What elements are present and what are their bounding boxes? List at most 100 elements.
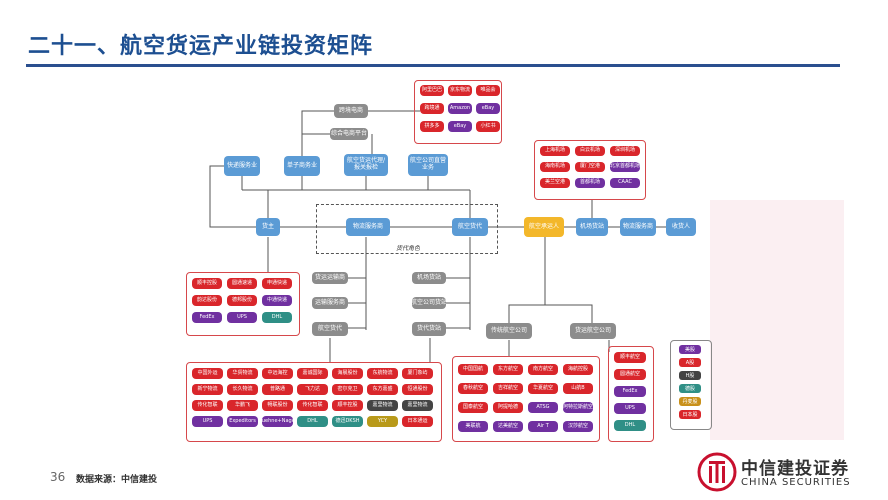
node-cross-border: 跨境电商 [334, 104, 368, 118]
company-chip: 顺丰控股 [332, 400, 363, 411]
company-chip: 传化智联 [297, 400, 328, 411]
company-chip: FedEx [192, 312, 222, 323]
node-traditional-airline: 传统航空公司 [486, 323, 532, 339]
company-chip: 顺丰控股 [192, 278, 222, 289]
company-chip: UPS [192, 416, 223, 427]
company-chip: 京东物流 [448, 85, 472, 96]
node-air-company-cargo: 航空公司货站 [412, 297, 446, 309]
connector-line [301, 110, 334, 134]
company-chip: ATSG [528, 402, 558, 413]
company-chip: 嘉里物流 [402, 400, 433, 411]
node-freight-forwarder: 航空货代 [452, 218, 488, 236]
forwarder-role-label: 货代角色 [396, 245, 421, 252]
node-consignee: 收货人 [666, 218, 696, 236]
company-chip: 拼多多 [420, 121, 444, 132]
panel-ecommerce [414, 80, 502, 144]
legend-item: 德股 [679, 384, 701, 393]
company-chip: 嘉里物流 [367, 400, 398, 411]
company-chip: 新宁物流 [192, 384, 223, 395]
legend-item: 日本股 [679, 410, 701, 419]
company-chip: eBay [476, 103, 500, 114]
node-freight-transport: 货运运输商 [312, 272, 348, 284]
node-logistics-provider: 物流服务商 [346, 218, 390, 236]
company-chip: 达美航空 [493, 421, 523, 432]
company-chip: 上海机场 [540, 146, 570, 156]
node-ground-agent: 物流服务商 [620, 218, 656, 236]
data-source: 数据来源：中信建投 [76, 475, 158, 485]
company-chip: 顺丰航空 [614, 352, 646, 363]
node-transport-service: 运输服务商 [312, 297, 348, 309]
node-airport-cargo: 机场货站 [576, 218, 608, 236]
company-chip: 厦门空港 [575, 162, 605, 172]
legend-item: 美股 [679, 345, 701, 354]
citic-logo-icon [697, 452, 737, 492]
company-chip: DHL [614, 420, 646, 431]
node-ground-handling: 机场货站 [412, 272, 446, 284]
company-chip: UPS [227, 312, 257, 323]
company-chip: 小红书 [476, 121, 500, 132]
company-chip: 汉莎航空 [563, 421, 593, 432]
company-chip: 日本通运 [402, 416, 433, 427]
company-chip: 海南机场 [540, 162, 570, 172]
company-chip: 阿特拉斯航空 [563, 402, 593, 413]
company-chip: 北京首都机场 [610, 162, 640, 172]
connector-line [508, 304, 593, 323]
node-shipper: 货主 [256, 218, 280, 236]
company-chip: 东方嘉盛 [367, 384, 398, 395]
node-single-platform: 单子商务业 [284, 156, 320, 176]
company-chip: 飞力达 [297, 384, 328, 395]
panel-forwarders [186, 362, 442, 442]
company-chip: 国泰航空 [458, 402, 488, 413]
company-chip: 传化智联 [192, 400, 223, 411]
page-number: 36 [50, 470, 66, 484]
panel-cargo-airlines [608, 346, 654, 442]
company-chip: 海晨股份 [332, 368, 363, 379]
company-chip: Air T [528, 421, 558, 432]
company-chip: 中通快递 [262, 295, 292, 306]
node-air-carrier: 航空承运人 [524, 217, 564, 237]
company-chip: 密尔克卫 [332, 384, 363, 395]
page-title: 二十一、航空货运产业链投资矩阵 [28, 34, 374, 59]
company-chip: CAAC [610, 178, 640, 188]
node-logistics-platform: 快递服务业 [224, 156, 260, 176]
company-chip: 申通快递 [262, 278, 292, 289]
company-chip: Kuehne+Nagel [262, 416, 293, 427]
company-chip: YCY [367, 416, 398, 427]
legend-item: A股 [679, 358, 701, 367]
legend-item: H股 [679, 371, 701, 380]
company-chip: 美联航 [458, 421, 488, 432]
company-chip: UPS [614, 403, 646, 414]
company-chip: 中国国航 [458, 364, 488, 375]
company-chip: FedEx [614, 386, 646, 397]
company-chip: 跨境通 [420, 103, 444, 114]
company-chip: 华夏航空 [528, 383, 558, 394]
node-air-cargo-agent: 航空货运代理/报关报检 [344, 154, 388, 176]
company-chip: 普路通 [262, 384, 293, 395]
node-cargo-airline: 货运航空公司 [570, 323, 616, 339]
node-integrated-platform: 综合电商平台 [330, 128, 368, 140]
connector-line [209, 165, 256, 228]
logo-cn: 中信建投证券 [741, 459, 849, 479]
company-chip: 吉祥航空 [493, 383, 523, 394]
company-chip: DHL [297, 416, 328, 427]
company-chip: 中国外运 [192, 368, 223, 379]
company-chip: 唯品会 [476, 85, 500, 96]
legend-item: 丹麦股 [679, 397, 701, 406]
company-chip: eBay [448, 121, 472, 132]
company-chip: 恒通股份 [402, 384, 433, 395]
forwarder-role-zone [316, 204, 498, 254]
panel-express [186, 272, 300, 336]
faded-region [710, 200, 844, 440]
company-chip: Expeditors [227, 416, 258, 427]
node-airline-direct: 航空公司直营业务 [408, 154, 448, 176]
panel-airlines [452, 356, 600, 442]
company-chip: 山航B [563, 383, 593, 394]
company-chip: DHL [262, 312, 292, 323]
company-chip: 深圳机场 [610, 146, 640, 156]
company-chip: 圆通速递 [227, 278, 257, 289]
company-chip: 南方航空 [528, 364, 558, 375]
company-chip: 德迅DKSH [332, 416, 363, 427]
company-chip: 东方航空 [493, 364, 523, 375]
company-chip: 圆通航空 [614, 369, 646, 380]
company-chip: 阿里巴巴 [420, 85, 444, 96]
